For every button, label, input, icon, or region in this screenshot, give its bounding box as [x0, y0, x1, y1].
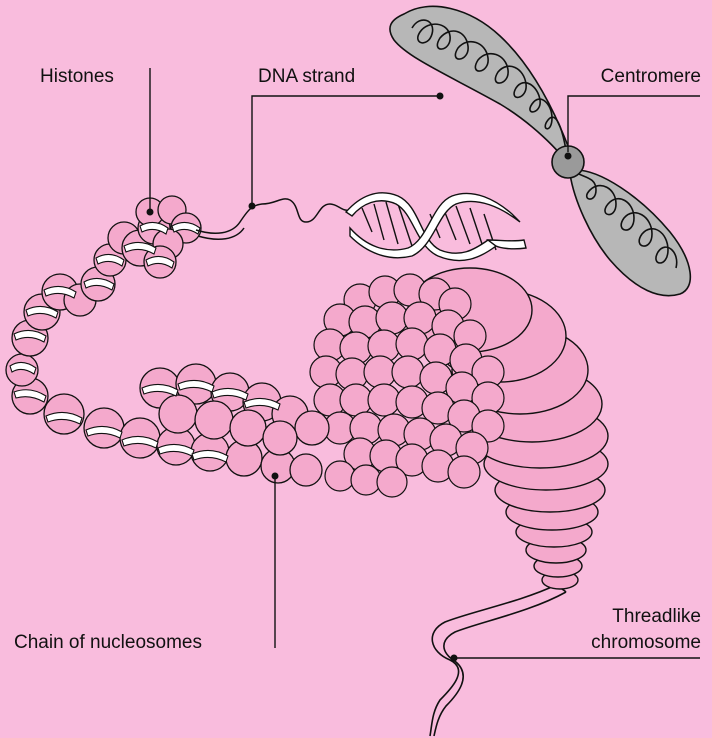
leader-centromere — [568, 96, 700, 152]
label-chain-of-nucleosomes: Chain of nucleosomes — [14, 632, 202, 654]
label-histones: Histones — [40, 66, 114, 88]
label-threadlike-line1: Threadlike — [612, 606, 701, 628]
leader-lines — [150, 68, 700, 658]
nucleosome-chain — [12, 364, 329, 486]
label-dna-strand: DNA strand — [258, 66, 355, 88]
label-centromere: Centromere — [601, 66, 701, 88]
nucleosome-coil — [6, 196, 201, 386]
chromosome-thread-tail — [430, 585, 566, 736]
linker-dna — [196, 199, 350, 239]
label-threadlike-line2: chromosome — [591, 632, 701, 654]
leader-dna-strand — [252, 96, 440, 206]
dna-double-helix — [346, 193, 526, 261]
